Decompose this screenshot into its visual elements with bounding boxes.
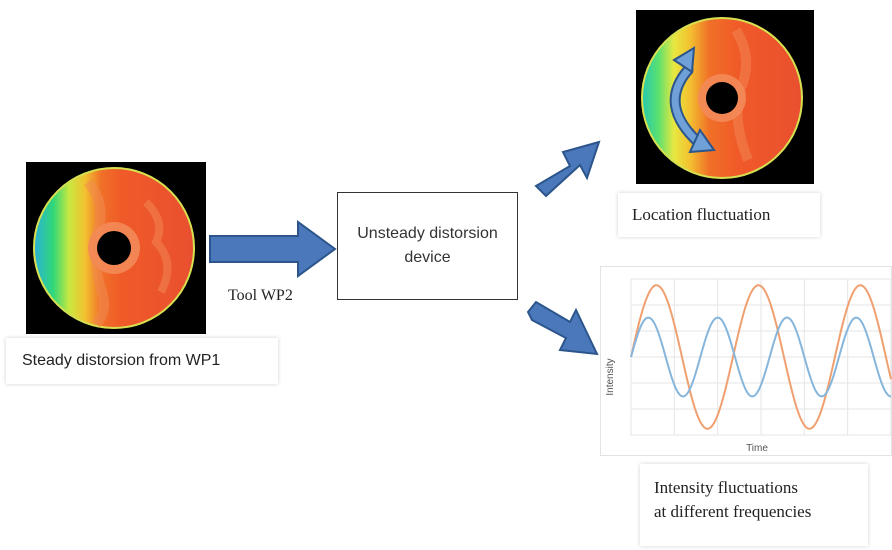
intensity-caption: Intensity fluctuations at different freq… bbox=[640, 464, 868, 546]
chart-series bbox=[630, 284, 892, 430]
intensity-caption-line1: Intensity fluctuations bbox=[654, 478, 799, 497]
arrow-up-right bbox=[534, 140, 601, 198]
arrow-right bbox=[209, 220, 337, 278]
location-caption-text: Location fluctuation bbox=[632, 205, 771, 224]
intensity-chart-svg: Intensity Time bbox=[605, 278, 892, 454]
series-line-2 bbox=[630, 316, 892, 398]
device-box: Unsteady distorsion device bbox=[337, 192, 518, 300]
steady-caption: Steady distorsion from WP1 bbox=[6, 338, 278, 384]
location-caption: Location fluctuation bbox=[618, 193, 820, 237]
intensity-chart: Intensity Time bbox=[600, 266, 892, 456]
steady-disc-image bbox=[33, 167, 195, 329]
device-label: Unsteady distorsion device bbox=[357, 225, 498, 266]
y-axis-label: Intensity bbox=[605, 358, 616, 395]
steady-distortion-disc bbox=[26, 162, 206, 334]
arrow-down-right bbox=[526, 300, 599, 356]
location-disc-image bbox=[641, 17, 803, 179]
location-disc bbox=[636, 10, 814, 184]
chart-grid bbox=[630, 278, 892, 436]
x-axis-label: Time bbox=[746, 443, 768, 454]
steady-caption-text: Steady distorsion from WP1 bbox=[22, 352, 221, 369]
tool-label: Tool WP2 bbox=[228, 287, 293, 304]
intensity-caption-line2: at different frequencies bbox=[654, 502, 812, 521]
series-line-1 bbox=[630, 284, 892, 430]
